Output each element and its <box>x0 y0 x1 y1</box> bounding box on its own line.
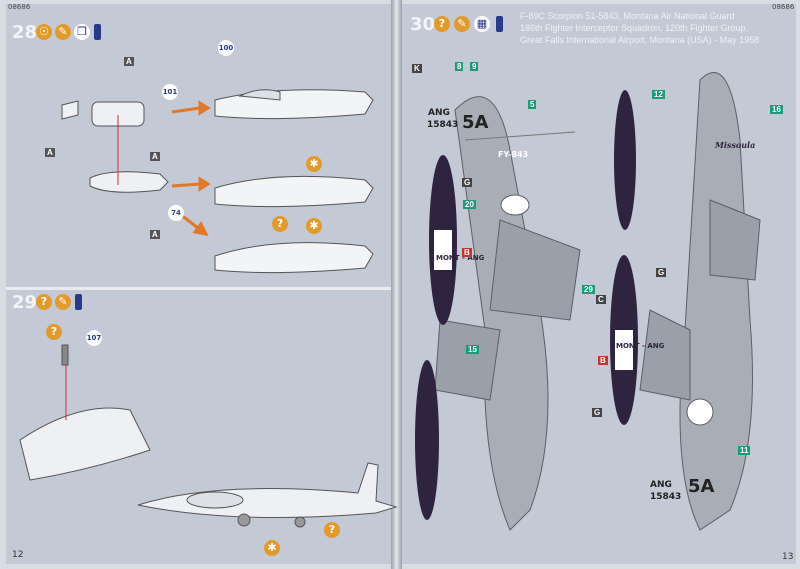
decal-number: 20 <box>463 200 476 209</box>
decal-letter: C <box>596 295 606 304</box>
part-ref: 100 <box>218 40 234 56</box>
wing-detail <box>19 344 151 481</box>
step-29-number: 29 <box>12 292 38 313</box>
decal-letter: A <box>45 148 55 157</box>
step-28-number: 28 <box>12 22 38 43</box>
left-page-number: 12 <box>12 550 24 560</box>
decal-number: 8 <box>455 62 464 71</box>
decal-letter: K <box>412 64 422 73</box>
decal-sheet-icon: ▦ <box>474 16 490 32</box>
part-ref: 74 <box>168 205 184 221</box>
tank-marking-right: MONT - ANG <box>616 342 665 350</box>
tail-code-2: 15843 <box>427 120 459 130</box>
decal-number: 16 <box>770 105 783 114</box>
fuselage-detail-2 <box>214 175 374 208</box>
question-icon: ? <box>272 216 288 232</box>
decal-letter: B <box>462 248 472 257</box>
right-page-number: 13 <box>782 552 794 562</box>
fuselage-detail-1 <box>214 89 374 120</box>
decal-number: 12 <box>652 90 665 99</box>
gear-icon: ✱ <box>264 540 280 556</box>
decal-number: 15 <box>466 345 479 354</box>
paint-jar-icon <box>75 294 82 310</box>
nose-art-text: Missoula <box>715 140 756 150</box>
glue-icon: ☉ <box>36 24 52 40</box>
decal-letter: A <box>150 152 160 161</box>
part-ref: 101 <box>162 84 178 100</box>
serial-marking: FY-843 <box>498 150 529 159</box>
step-30-number: 30 <box>410 14 436 35</box>
step-divider <box>6 287 391 290</box>
decal-number: 5 <box>528 100 537 109</box>
part-ref: 107 <box>86 330 102 346</box>
aircraft-top-view-right <box>639 72 761 531</box>
tail-code-1: ANG <box>428 108 450 118</box>
caption-line-3: Great Falls International Airport, Monta… <box>520 35 760 45</box>
binding-gutter <box>391 0 402 569</box>
aircraft-caption: F-89C Scorpion 51-5843, Montana Air Nati… <box>520 10 790 46</box>
paint-jar-icon <box>94 24 101 40</box>
paint-jar-icon <box>496 16 503 32</box>
decal-letter: G <box>656 268 667 277</box>
caption-line-2: 186th Fighter Interceptor Squadron, 120t… <box>520 23 749 33</box>
nose-code-right: 5A <box>688 476 715 497</box>
decal-letter: A <box>124 57 134 66</box>
glue-icon: ? <box>36 294 52 310</box>
decal-number: 29 <box>582 285 595 294</box>
decal-letter: B <box>598 356 608 365</box>
nose-code: 5A <box>462 112 489 133</box>
decal-letter: A <box>150 230 160 239</box>
right-page-code: 08686 <box>772 3 795 11</box>
tail-code-2-right: 15843 <box>650 492 682 502</box>
tank-marking: MONT - ANG <box>436 254 485 262</box>
cement-icon: ✎ <box>55 24 71 40</box>
decal-letter: G <box>592 408 603 417</box>
cement-icon: ✎ <box>454 16 470 32</box>
cement-icon: ✎ <box>55 294 71 310</box>
decal-number: 9 <box>470 62 479 71</box>
caption-line-1: F-89C Scorpion 51-5843, Montana Air Nati… <box>520 11 735 21</box>
decal-letter: G <box>462 178 473 187</box>
canopy-exploded-view <box>61 100 169 193</box>
left-page-code: 08686 <box>8 3 31 11</box>
gear-icon: ✱ <box>306 218 322 234</box>
question-icon: ? <box>46 324 62 340</box>
clear-part-icon: ❒ <box>74 24 90 40</box>
question-icon: ? <box>324 522 340 538</box>
decal-number: 11 <box>738 446 751 455</box>
fuselage-detail-3 <box>214 242 374 274</box>
tail-code-1-right: ANG <box>650 480 672 490</box>
gear-icon: ✱ <box>306 156 322 172</box>
aircraft-side-view <box>137 462 398 528</box>
glue-icon: ? <box>434 16 450 32</box>
aircraft-top-view-left <box>434 96 581 531</box>
